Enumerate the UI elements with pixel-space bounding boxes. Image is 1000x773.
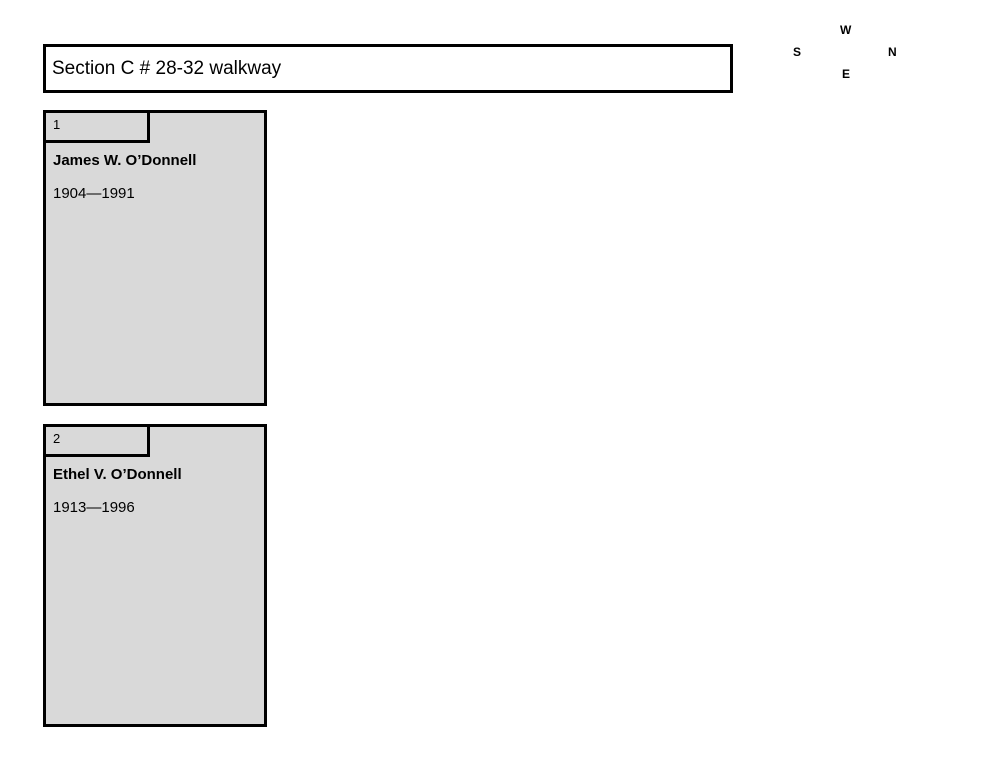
compass-east-label: E <box>842 67 851 81</box>
compass-south-label: S <box>793 45 802 59</box>
compass-rose: W S N E <box>780 15 910 90</box>
plot-number: 1 <box>53 117 61 132</box>
plot-number-badge: 1 <box>46 113 150 143</box>
plot-number: 2 <box>53 431 61 446</box>
plot-number-badge: 2 <box>46 427 150 457</box>
plot-years: 1913—1996 <box>53 499 135 516</box>
plot-card-2: 2 Ethel V. O’Donnell 1913—1996 <box>43 424 267 727</box>
section-title: Section C # 28-32 walkway <box>52 58 282 79</box>
compass-west-label: W <box>840 23 852 37</box>
plot-name: James W. O’Donnell <box>53 152 197 169</box>
plot-name: Ethel V. O’Donnell <box>53 466 182 483</box>
section-title-box: Section C # 28-32 walkway <box>43 44 733 93</box>
plot-card-1: 1 James W. O’Donnell 1904—1991 <box>43 110 267 406</box>
plot-years: 1904—1991 <box>53 185 135 202</box>
compass-north-label: N <box>888 45 897 59</box>
